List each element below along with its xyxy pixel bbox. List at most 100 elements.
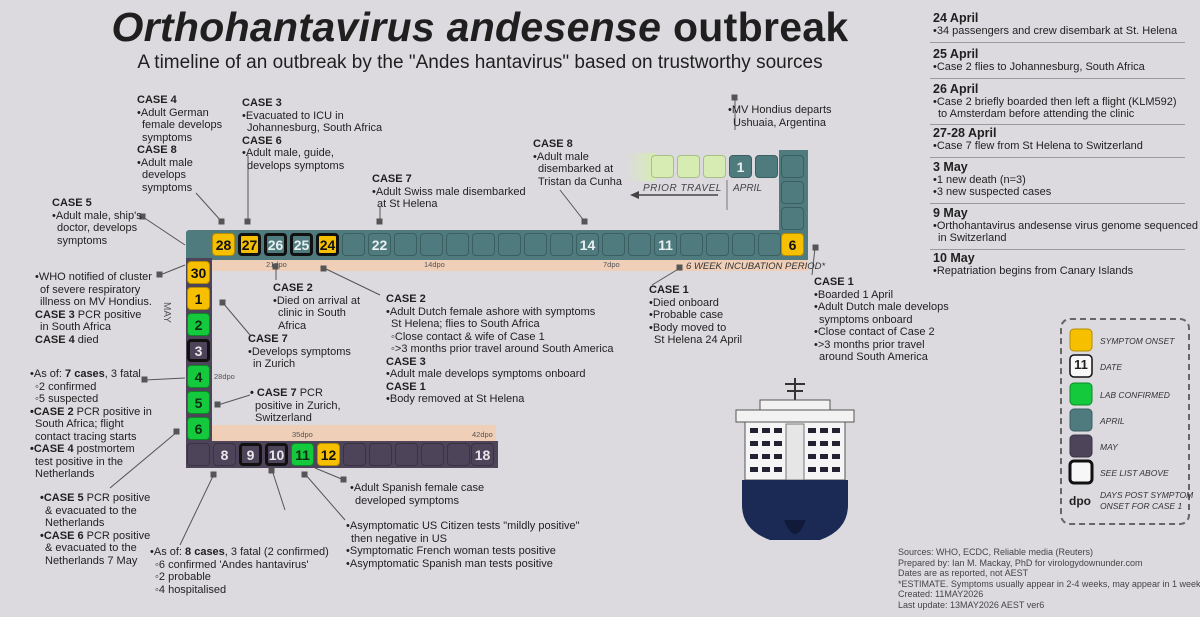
day-box-may-17 [447,443,470,466]
day-box-may-10: 10 [265,443,288,466]
day-box-may-7 [187,443,210,466]
legend-see-list-swatch [1068,459,1094,485]
day-box-17 [498,233,521,256]
day-box-10 [680,233,703,256]
day-box-may-14 [369,443,392,466]
right-item-9-may-2: in Switzerland [938,232,1007,244]
day-box-24: 24 [316,233,339,256]
day-box-5 [781,207,804,230]
dpo-label-21: 21dpo [266,260,287,269]
day-box-may-2: 2 [187,313,210,336]
sources-line: Sources: WHO, ECDC, Reliable media (Reut… [898,547,1094,557]
day-box-13 [602,233,625,256]
day-box-may-18: 18 [471,443,494,466]
right-date-24-april: 24 April [933,11,979,25]
day-box-6: 6 [781,233,804,256]
day-box-may-11: 11 [291,443,314,466]
note-case1-boarded: CASE 1•Boarded 1 April•Adult Dutch male … [814,276,949,363]
day-box-may-9: 9 [239,443,262,466]
dpo-label-7: 7dpo [603,260,620,269]
right-date-9-may: 9 May [933,206,968,220]
day-box-15 [550,233,573,256]
note-case1-died: CASE 1•Died onboard•Probable case•Body m… [649,284,743,346]
legend-may-swatch [1069,434,1093,458]
prior-box-1 [703,155,726,178]
right-divider [930,78,1185,79]
day-box-25: 25 [290,233,313,256]
right-item-9-may-1: •Orthohantavirus andesense virus genome … [933,220,1198,232]
dates-note-line: Dates are as reported, not AEST [898,568,1029,578]
day-box-may-12: 12 [317,443,340,466]
right-date-27-28-april: 27-28 April [933,126,997,140]
legend-date-swatch [1069,354,1093,378]
day-box-4 [781,181,804,204]
dpo-label-42: 42dpo [472,430,493,439]
day-box-may-3: 3 [187,339,210,362]
day-box-22: 22 [368,233,391,256]
right-item-26-april-2: to Amsterdam before attending the clinic [938,108,1135,120]
right-item-10-may: •Repatriation begins from Canary Islands [933,265,1134,277]
estimate-note-line: *ESTIMATE. Symptoms usually appear in 2-… [898,578,1200,589]
day-box-may-16 [421,443,444,466]
day-box-14: 14 [576,233,599,256]
prior-travel-label: PRIOR TRAVEL [643,183,722,194]
legend-april-label: APRIL [1100,416,1125,426]
legend-see-list-label: SEE LIST ABOVE [1100,468,1169,478]
day-box-3 [781,155,804,178]
right-date-26-april: 26 April [933,82,979,96]
right-item-3-may-2: •3 new suspected cases [933,186,1052,198]
day-box-2 [755,155,778,178]
day-box-21 [394,233,417,256]
legend [1060,318,1190,525]
right-item-25-april: •Case 2 flies to Johannesburg, South Afr… [933,61,1145,73]
prior-box-2 [677,155,700,178]
legend-april-swatch [1069,408,1093,432]
day-box-may-1: 1 [187,287,210,310]
right-divider [930,124,1185,125]
day-box-8 [732,233,755,256]
day-box-12 [628,233,651,256]
day-box-9 [706,233,729,256]
note-case7-pcr: • CASE 7 PCR positive in Zurich,Switzerl… [250,387,341,424]
prior-arrow-head [630,191,639,199]
legend-lab-label: LAB CONFIRMED [1100,390,1170,400]
day-box-may-13 [343,443,366,466]
legend-symptom-label: SYMPTOM ONSET [1100,336,1175,346]
dpo-label-14: 14dpo [424,260,445,269]
day-box-16 [524,233,547,256]
dpo-label-35: 35dpo [292,430,313,439]
day-box-27: 27 [238,233,261,256]
note-asymptomatic-tests: •Asymptomatic US Citizen tests "mildly p… [346,520,580,570]
right-item-3-may-1: •1 new death (n=3) [933,174,1026,186]
day-box-may-5: 5 [187,391,210,414]
legend-dpo-label-2: ONSET FOR CASE 1 [1100,501,1183,511]
may-track-bottom [186,441,498,468]
ship-illustration [735,378,855,540]
right-date-3-may: 3 May [933,160,968,174]
day-box-may-6: 6 [187,417,210,440]
day-box-18 [472,233,495,256]
legend-symptom-swatch [1069,328,1093,352]
incubation-band-bottom [196,425,496,441]
note-as-of-8-cases: •As of: 8 cases, 3 fatal (2 confirmed) ◦… [150,546,329,596]
month-label-may: MAY [161,302,172,323]
right-date-25-april: 25 April [933,47,979,61]
month-label-april: APRIL [733,183,762,194]
right-item-26-april-1: •Case 2 briefly boarded then left a flig… [933,96,1177,108]
day-box-11: 11 [654,233,677,256]
right-item-27-28-april: •Case 7 flew from St Helena to Switzerla… [933,140,1143,152]
day-box-may-15 [395,443,418,466]
legend-dpo-abbr: dpo [1069,494,1091,508]
right-divider [930,203,1185,204]
day-box-may-4: 4 [187,365,210,388]
right-item-24-april: •34 passengers and crew disembark at St.… [933,25,1178,37]
